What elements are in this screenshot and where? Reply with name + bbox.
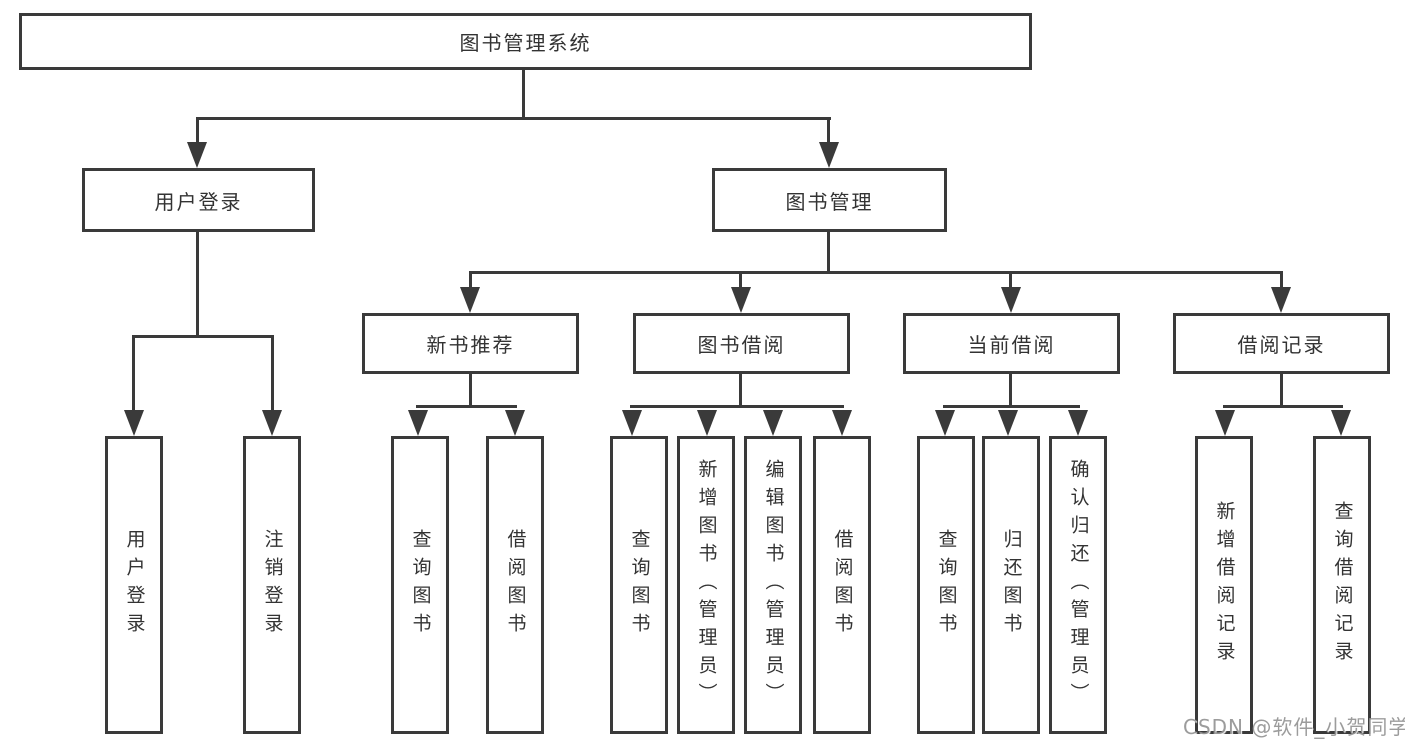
- connector-userlogin-drop: [196, 232, 199, 338]
- arrow-records-leaf-1: [1215, 410, 1235, 436]
- node-current-borrowing: 当前借阅: [903, 313, 1120, 374]
- node-label: 用户登录: [154, 189, 243, 214]
- node-label: 当前借阅: [967, 333, 1056, 357]
- arrow-current-leaf-1: [935, 410, 955, 436]
- arrow-current-leaf-3: [1068, 410, 1088, 436]
- leaf-label: 用户登录: [123, 529, 146, 641]
- leaf-label: 注销登录: [261, 529, 284, 641]
- arrow-borrowing-leaf-4: [832, 410, 852, 436]
- connector-stub-book-management: [827, 117, 830, 147]
- node-label: 借阅记录: [1237, 333, 1326, 357]
- leaf-query-books-borrowing: 查询图书: [610, 436, 668, 734]
- node-new-book-recommendation: 新书推荐: [362, 313, 579, 374]
- node-label: 图书借阅: [697, 333, 786, 357]
- arrow-to-current: [1001, 287, 1021, 313]
- node-borrowing-records: 借阅记录: [1173, 313, 1390, 374]
- node-library-management-system: 图书管理系统: [19, 13, 1032, 70]
- leaf-label: 确认归还（管理员）: [1067, 459, 1090, 711]
- node-label: 新书推荐: [426, 333, 515, 357]
- connector-stub-records: [1280, 271, 1283, 291]
- connector-bookmgmt-span: [469, 271, 1283, 274]
- leaf-edit-books-admin: 编辑图书（管理员）: [744, 436, 802, 734]
- connector-root-drop: [522, 70, 525, 118]
- leaf-label: 查询图书: [628, 529, 651, 641]
- connector-stub-user-login: [196, 117, 199, 147]
- arrow-recommend-leaf-1: [408, 410, 428, 436]
- connector-stub-recommend: [469, 271, 472, 291]
- leaf-label: 借阅图书: [504, 529, 527, 641]
- leaf-label: 查询图书: [935, 529, 958, 641]
- arrow-to-records: [1271, 287, 1291, 313]
- leaf-add-borrow-record: 新增借阅记录: [1195, 436, 1253, 734]
- arrow-records-leaf-2: [1331, 410, 1351, 436]
- leaf-label: 新增图书（管理员）: [695, 459, 718, 711]
- leaf-label: 借阅图书: [831, 529, 854, 641]
- leaf-confirm-return-admin: 确认归还（管理员）: [1049, 436, 1107, 734]
- connector-stub-login-leaf: [132, 335, 135, 415]
- leaf-borrow-books-recommend: 借阅图书: [486, 436, 544, 734]
- csdn-watermark: CSDN @软件_小贺同学: [1183, 715, 1405, 739]
- arrow-borrowing-leaf-3: [763, 410, 783, 436]
- leaf-label: 查询借阅记录: [1331, 501, 1354, 669]
- leaf-label: 查询图书: [409, 529, 432, 641]
- arrow-borrowing-leaf-1: [622, 410, 642, 436]
- connector-current-span: [943, 405, 1080, 408]
- node-user-login: 用户登录: [82, 168, 315, 232]
- leaf-return-books: 归还图书: [982, 436, 1040, 734]
- arrow-to-login-leaf: [124, 410, 144, 436]
- arrow-borrowing-leaf-2: [697, 410, 717, 436]
- connector-borrowing-span: [630, 405, 844, 408]
- arrow-current-leaf-2: [998, 410, 1018, 436]
- leaf-query-books-recommend: 查询图书: [391, 436, 449, 734]
- connector-userlogin-span: [132, 335, 274, 338]
- connector-root-span: [196, 117, 831, 120]
- arrow-to-logout-leaf: [262, 410, 282, 436]
- connector-stub-current: [1009, 271, 1012, 291]
- arrow-to-book-management: [819, 142, 839, 168]
- connector-recommend-span: [416, 405, 517, 408]
- node-book-management: 图书管理: [712, 168, 947, 232]
- leaf-label: 新增借阅记录: [1213, 501, 1236, 669]
- leaf-borrow-books-borrowing: 借阅图书: [813, 436, 871, 734]
- node-label: 图书管理系统: [459, 31, 592, 55]
- leaf-logout: 注销登录: [243, 436, 301, 734]
- connector-stub-logout-leaf: [271, 335, 274, 415]
- connector-bookmgmt-drop: [827, 232, 830, 274]
- connector-recommend-drop: [469, 374, 472, 408]
- arrow-to-borrowing: [731, 287, 751, 313]
- arrow-to-user-login: [187, 142, 207, 168]
- leaf-label: 编辑图书（管理员）: [762, 459, 785, 711]
- leaf-user-login: 用户登录: [105, 436, 163, 734]
- arrow-recommend-leaf-2: [505, 410, 525, 436]
- connector-borrowing-drop: [739, 374, 742, 408]
- connector-records-drop: [1280, 374, 1283, 408]
- connector-stub-borrowing: [739, 271, 742, 291]
- leaf-query-borrow-record: 查询借阅记录: [1313, 436, 1371, 734]
- leaf-add-books-admin: 新增图书（管理员）: [677, 436, 735, 734]
- node-label: 图书管理: [785, 189, 874, 214]
- connector-records-span: [1223, 405, 1343, 408]
- connector-current-drop: [1009, 374, 1012, 408]
- leaf-label: 归还图书: [1000, 529, 1023, 641]
- arrow-to-recommend: [460, 287, 480, 313]
- leaf-query-books-current: 查询图书: [917, 436, 975, 734]
- node-book-borrowing: 图书借阅: [633, 313, 850, 374]
